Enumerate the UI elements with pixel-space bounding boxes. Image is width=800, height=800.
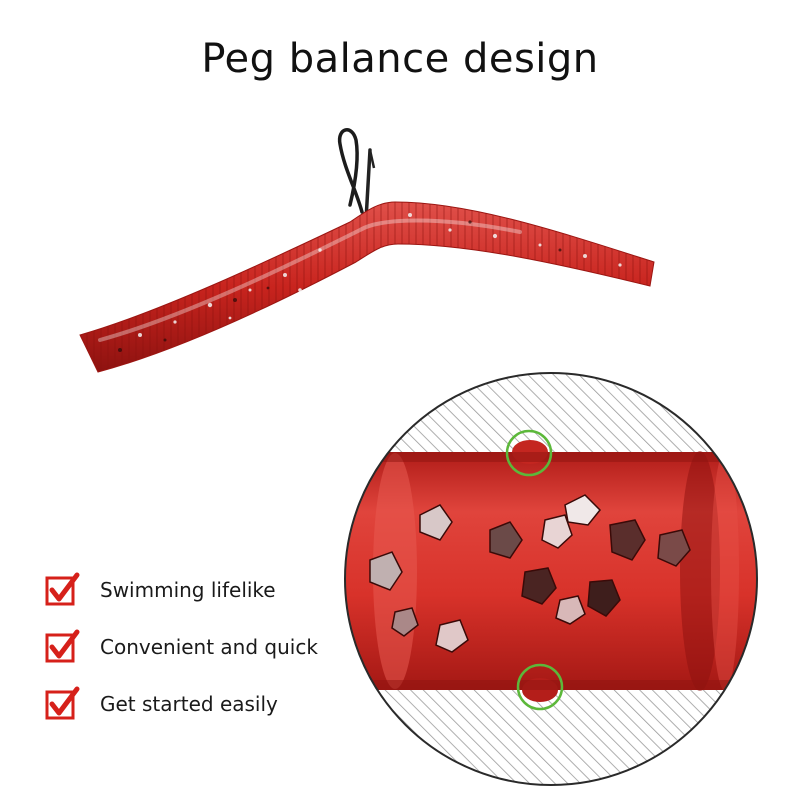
checkmark-icon xyxy=(45,572,80,606)
feature-label: Swimming lifelike xyxy=(100,578,276,602)
checkmark-icon xyxy=(45,686,80,720)
feature-label: Get started easily xyxy=(100,692,278,716)
magnified-detail xyxy=(344,372,758,786)
hook-icon xyxy=(337,128,376,222)
feature-label: Convenient and quick xyxy=(100,635,318,659)
feature-item: Get started easily xyxy=(44,684,344,724)
peg-highlight-bottom xyxy=(516,663,564,711)
checkmark-icon xyxy=(45,629,80,663)
soft-worm-lure xyxy=(79,201,655,373)
page-title: Peg balance design xyxy=(201,36,599,82)
feature-item: Convenient and quick xyxy=(44,627,344,667)
feature-item: Swimming lifelike xyxy=(44,570,344,610)
peg-highlight-top xyxy=(505,429,553,477)
